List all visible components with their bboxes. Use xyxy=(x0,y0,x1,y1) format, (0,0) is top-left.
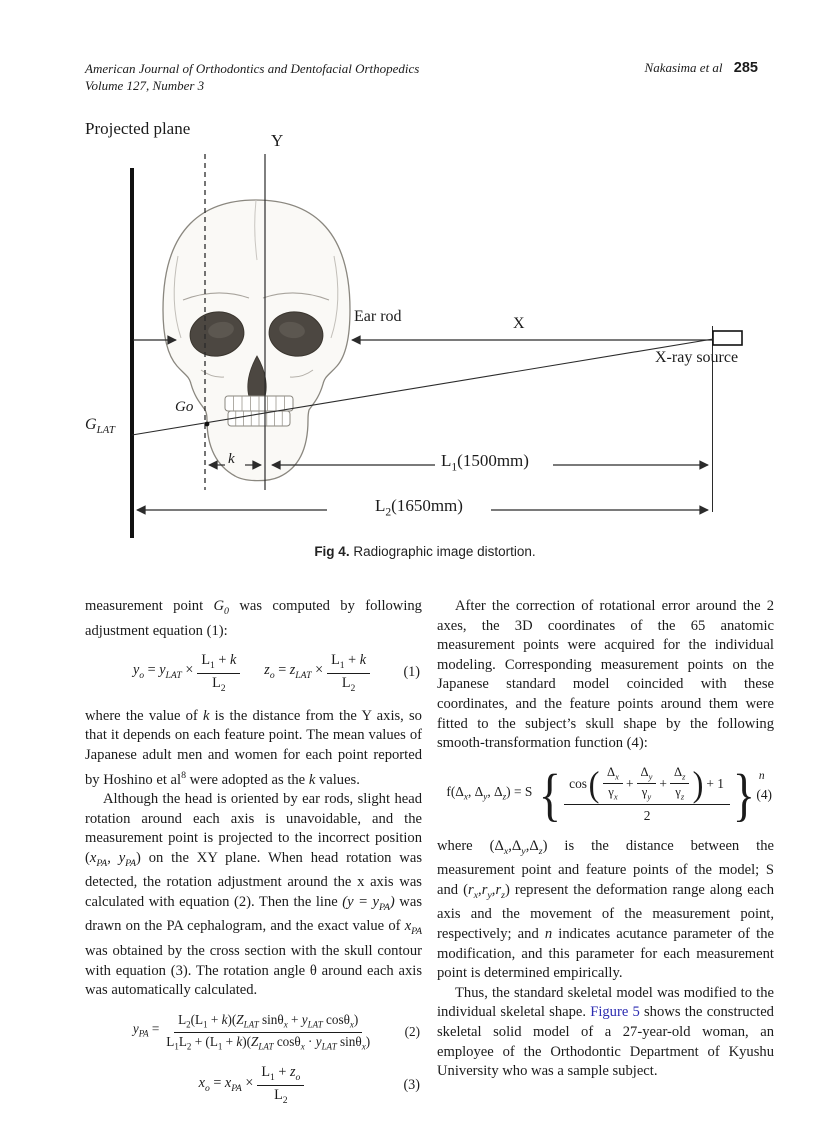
label-xray-source: X-ray source xyxy=(655,349,739,366)
equation-term: yPA = xyxy=(132,1021,160,1040)
label-g-lat: GLAT xyxy=(85,416,115,437)
label-y-axis: Y xyxy=(271,131,284,150)
right-paren: ) xyxy=(693,763,704,804)
figure-caption-text: Radiographic image distortion. xyxy=(349,544,536,559)
radiograph-distortion-diagram: Projected plane Y Ear rod X X-ray source… xyxy=(75,118,775,548)
equation-3: xo = xPA × L1 + zo L2 (3) xyxy=(85,1064,422,1107)
fraction: L1 + zo L2 xyxy=(257,1064,305,1107)
figure-caption-label: Fig 4. xyxy=(314,544,350,559)
label-x-axis: X xyxy=(513,315,525,332)
right-column: After the correction of rotational error… xyxy=(437,597,774,1082)
xray-beam-line xyxy=(131,338,714,436)
label-projected-plane: Projected plane xyxy=(85,119,191,138)
right-brace: } xyxy=(732,761,756,827)
skull-illustration xyxy=(162,199,351,482)
paragraph: Although the head is oriented by ear rod… xyxy=(85,791,423,999)
journal-identification: American Journal of Orthodontics and Den… xyxy=(85,60,419,94)
go-point xyxy=(204,421,210,427)
fraction: L1 + k L2 xyxy=(197,652,241,695)
left-brace: { xyxy=(539,761,562,827)
label-ear-rod: Ear rod xyxy=(354,308,402,325)
page-header: American Journal of Orthodontics and Den… xyxy=(85,60,758,94)
equation-term: zo = zLAT × xyxy=(264,662,324,682)
equation-1: yo = yLAT × L1 + k L2 zo = zLAT × L1 + k… xyxy=(85,652,422,695)
running-authors: Nakasima et al xyxy=(644,60,723,75)
paragraph: After the correction of rotational error… xyxy=(437,598,774,752)
fraction: L2(L1 + k)(ZLAT sinθx + yLAT cosθx) L1L2… xyxy=(166,1011,371,1052)
label-l1-distance: L1(1500mm) xyxy=(441,451,529,474)
journal-title: American Journal of Orthodontics and Den… xyxy=(85,61,420,76)
equation-number: (2) xyxy=(404,1024,420,1040)
figure-5-link[interactable]: Figure 5 xyxy=(590,1004,640,1021)
figure-caption: Fig 4. Radiographic image distortion. xyxy=(75,544,775,559)
diagram-graphics xyxy=(130,154,743,538)
paragraph: measurement point G0 was computed by fol… xyxy=(85,598,422,639)
equation-2: yPA = L2(L1 + k)(ZLAT sinθx + yLAT cosθx… xyxy=(85,1012,422,1053)
equation-term: yo = yLAT × xyxy=(132,662,194,682)
equation-number: (1) xyxy=(403,664,420,681)
xray-source-box xyxy=(712,326,743,512)
paragraph: Thus, the standard skeletal model was mo… xyxy=(437,984,774,1080)
running-head-right: Nakasima et al 285 xyxy=(645,60,758,94)
paragraph: where (Δx,Δy,Δz) is the distance between… xyxy=(437,837,774,982)
equation-term: f(Δx, Δy, Δz) = S xyxy=(446,784,533,802)
journal-volume-number: Volume 127, Number 3 xyxy=(85,78,205,93)
figure-4: Projected plane Y Ear rod X X-ray source… xyxy=(75,118,775,583)
exponent: n xyxy=(758,769,765,782)
page-number: 285 xyxy=(733,60,758,76)
fraction: L1 + k L2 xyxy=(327,652,371,695)
equation-term: xo = xPA × xyxy=(198,1074,254,1094)
left-column: measurement point G0 was computed by fol… xyxy=(85,597,422,1119)
equation-number: (3) xyxy=(403,1077,420,1094)
label-l2-distance: L2(1650mm) xyxy=(375,496,463,519)
paragraph: where the value of k is the distance fro… xyxy=(85,707,422,788)
equation-number: (4) xyxy=(756,787,772,803)
label-k: k xyxy=(228,451,235,467)
label-go: Go xyxy=(175,399,194,415)
left-paren: ( xyxy=(588,763,600,804)
